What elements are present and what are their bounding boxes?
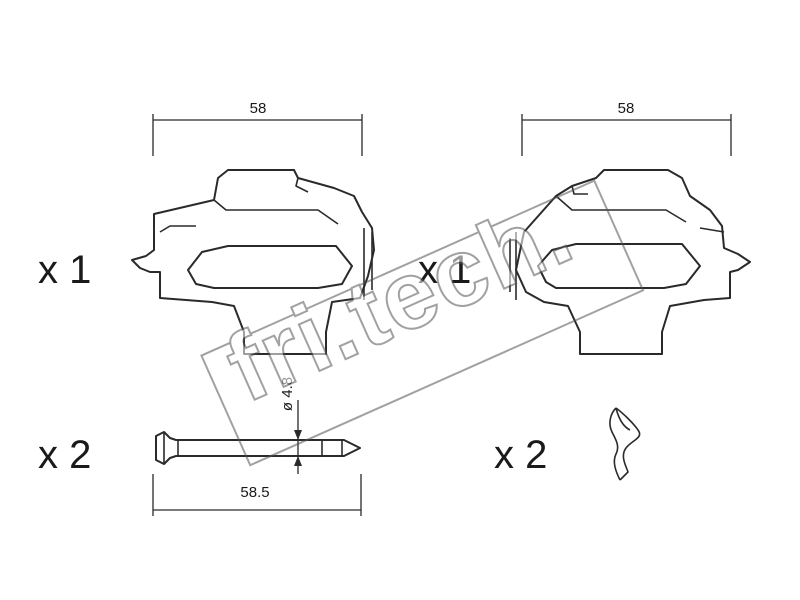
clip-right-dimension-label: 58: [618, 100, 635, 117]
pin-length-dimension: 58.5: [152, 474, 362, 516]
clip-left-quantity: x 1: [38, 248, 91, 292]
pin: [155, 431, 361, 465]
cotter-pin-quantity: x 2: [494, 433, 547, 477]
clip-right-dimension: 58: [521, 100, 732, 156]
pin-quantity: x 2: [38, 433, 91, 477]
clip-left-dimension: 58: [152, 100, 363, 156]
cotter-pin: [609, 407, 641, 481]
clip-right: [509, 169, 751, 355]
pin-diameter-label: ø 4.8: [279, 377, 296, 411]
clip-left-dimension-label: 58: [250, 100, 267, 117]
clip-left: [131, 169, 375, 355]
pin-diameter-dimension: ø 4.8: [279, 377, 302, 474]
pin-length-label: 58.5: [240, 484, 269, 501]
